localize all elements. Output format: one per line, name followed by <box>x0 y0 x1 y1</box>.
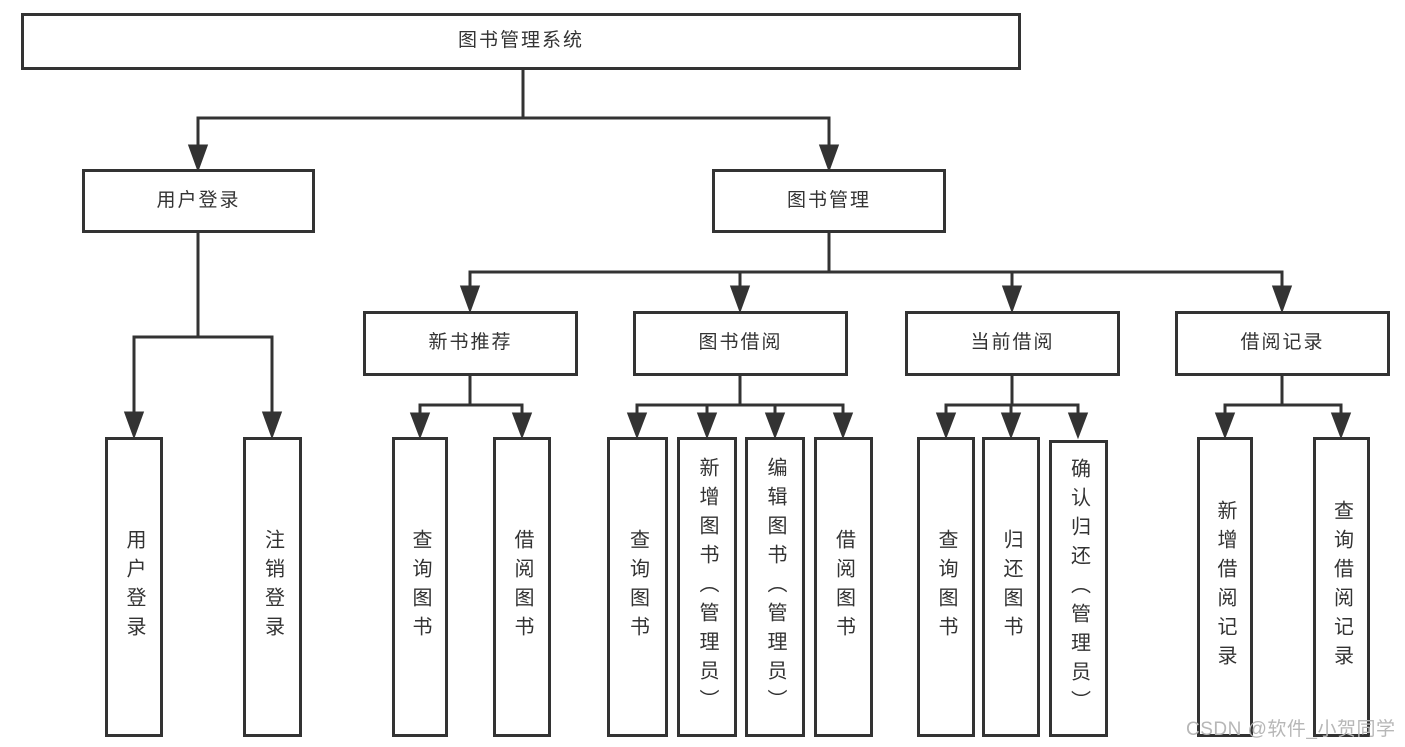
leaf-records-add-record: 新增借阅记录 <box>1197 437 1253 737</box>
node-label: 新书推荐 <box>428 332 513 354</box>
node-label: 借阅记录 <box>1240 332 1325 354</box>
node-book-management: 图书管理 <box>712 169 946 233</box>
node-current-borrowing: 当前借阅 <box>905 311 1120 376</box>
node-label: 借阅图书 <box>832 529 855 645</box>
node-borrowing-records: 借阅记录 <box>1175 311 1390 376</box>
node-label: 查询图书 <box>626 529 649 645</box>
leaf-borrow-edit-book-admin: 编辑图书（管理员） <box>745 437 805 737</box>
leaf-logout: 注销登录 <box>243 437 302 737</box>
leaf-borrow-query-book: 查询图书 <box>607 437 668 737</box>
node-label: 查询图书 <box>409 529 431 645</box>
node-label: 编辑图书（管理员） <box>764 456 786 718</box>
node-label: 查询图书 <box>935 529 957 645</box>
node-label: 用户登录 <box>156 189 241 211</box>
leaf-borrow-add-book-admin: 新增图书（管理员） <box>677 437 737 737</box>
leaf-records-query-record: 查询借阅记录 <box>1313 437 1370 737</box>
leaf-current-confirm-return-admin: 确认归还（管理员） <box>1049 440 1108 737</box>
node-label: 图书借阅 <box>698 332 783 354</box>
node-user-login: 用户登录 <box>82 169 315 233</box>
leaf-recommend-query-book: 查询图书 <box>392 437 448 737</box>
node-label: 当前借阅 <box>970 332 1055 354</box>
node-book-borrowing: 图书借阅 <box>633 311 848 376</box>
node-label: 图书管理系统 <box>457 30 584 52</box>
leaf-current-query-book: 查询图书 <box>917 437 975 737</box>
node-label: 确认归还（管理员） <box>1067 458 1090 719</box>
node-label: 借阅图书 <box>511 529 533 645</box>
leaf-user-login: 用户登录 <box>105 437 163 737</box>
node-label: 用户登录 <box>123 529 145 645</box>
leaf-recommend-borrow-book: 借阅图书 <box>493 437 551 737</box>
csdn-watermark: CSDN @软件_小贺同学 <box>1186 719 1396 740</box>
leaf-current-return-book: 归还图书 <box>982 437 1040 737</box>
node-label: 新增借阅记录 <box>1214 500 1236 674</box>
node-root-library-management-system: 图书管理系统 <box>21 13 1021 70</box>
node-label: 注销登录 <box>261 529 284 645</box>
node-label: 查询借阅记录 <box>1330 500 1353 674</box>
node-label: 归还图书 <box>1000 529 1022 645</box>
node-new-book-recommend: 新书推荐 <box>363 311 578 376</box>
node-label: 图书管理 <box>786 189 871 211</box>
leaf-borrow-borrow-book: 借阅图书 <box>814 437 873 737</box>
node-label: 新增图书（管理员） <box>696 456 718 718</box>
